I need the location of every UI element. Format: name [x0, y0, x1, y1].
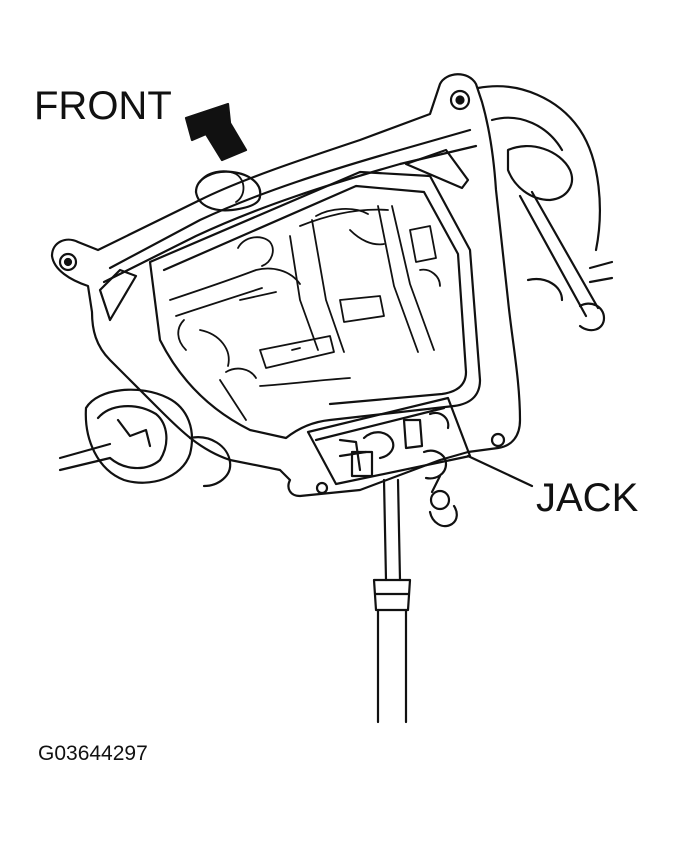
mount-bolt-front-left — [58, 252, 78, 272]
jack-post — [372, 478, 412, 724]
front-arrow-icon — [184, 102, 248, 162]
mount-bolt-rear-left — [315, 481, 329, 495]
engine-internals — [169, 170, 441, 421]
jack-label: JACK — [536, 476, 639, 520]
crossmember-frame — [50, 73, 522, 498]
front-label: FRONT — [34, 84, 172, 128]
right-strut — [476, 85, 614, 332]
jack-attachment — [306, 396, 472, 528]
crossmember-inner-opening — [148, 170, 482, 440]
frame-cutout-right — [404, 148, 470, 190]
mount-bolt-rear-right — [490, 432, 506, 448]
frame-cutout-left — [98, 268, 138, 322]
left-axle — [58, 388, 232, 488]
engine-mount — [194, 170, 262, 212]
jack-leader-line — [466, 454, 534, 488]
figure-code: G03644297 — [38, 742, 148, 765]
mount-bolt-front-right — [449, 89, 471, 111]
